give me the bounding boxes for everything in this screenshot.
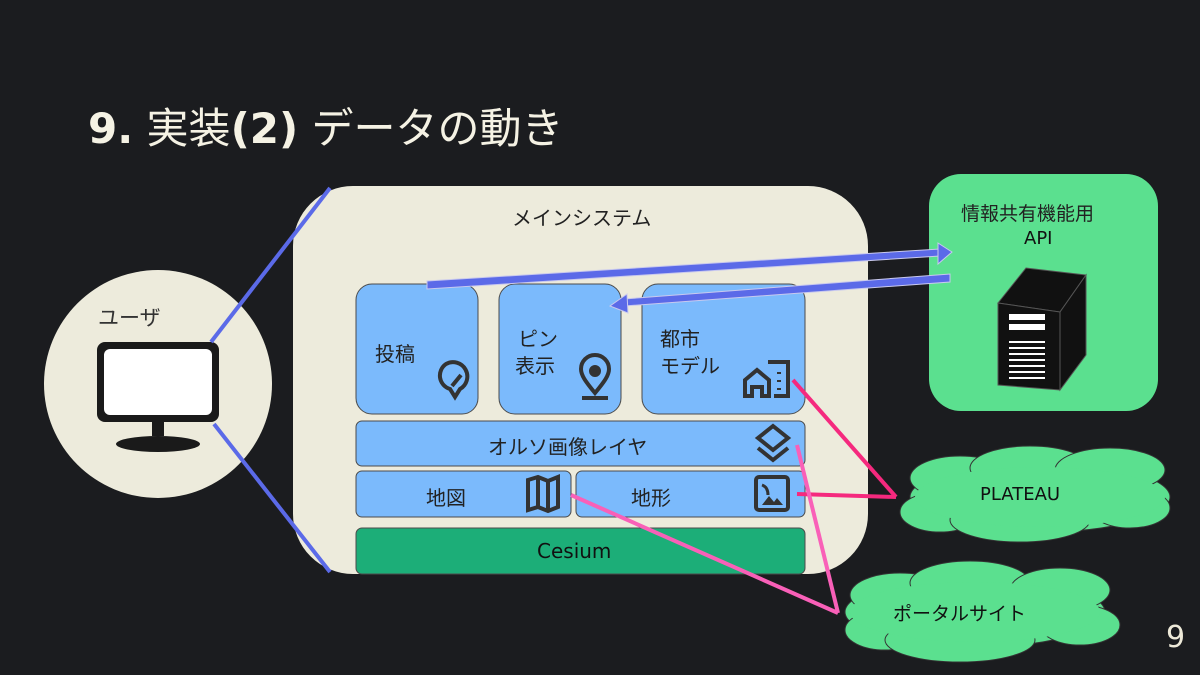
cloud-plateau[interactable]	[899, 445, 1171, 543]
module-ortho[interactable]	[355, 420, 806, 467]
link-terrain-plateau	[796, 492, 897, 499]
link-city-plateau	[791, 378, 898, 499]
cloud-plateau-label: PLATEAU	[980, 484, 1061, 505]
module-post[interactable]	[355, 283, 479, 415]
monitor-icon	[97, 342, 219, 452]
title-paren: (2)	[230, 104, 299, 153]
layers-icon	[754, 423, 792, 463]
module-pin-label-1: ピン	[518, 327, 558, 351]
slide-title: 9. 実装(2) データの動き	[88, 95, 564, 156]
city-building-icon	[743, 360, 790, 398]
main-system-label: メインシステム	[512, 206, 652, 230]
module-terrain-label: 地形	[631, 486, 671, 510]
api-label-1: 情報共有機能用	[961, 203, 1095, 225]
link-map-portal	[570, 493, 839, 615]
api-label-2: API	[1024, 228, 1053, 249]
pin-edit-icon	[437, 360, 470, 401]
cloud-portal-label: ポータルサイト	[893, 603, 1027, 625]
title-main: 実装	[146, 104, 231, 153]
module-pin[interactable]	[498, 283, 622, 415]
title-number: 9.	[88, 104, 134, 153]
title-rest: データの動き	[311, 104, 564, 153]
module-city-label-1: 都市	[660, 327, 700, 351]
module-pin-label-2: 表示	[515, 354, 555, 378]
page-number: 9	[1166, 620, 1186, 655]
user-label: ユーザ	[98, 306, 161, 330]
module-cesium[interactable]	[355, 527, 806, 575]
module-map[interactable]	[355, 470, 572, 518]
module-city[interactable]	[641, 283, 806, 415]
module-cesium-label: Cesium	[537, 539, 612, 563]
module-map-label: 地図	[426, 486, 466, 510]
arrow-api-to-pin	[608, 273, 951, 314]
map-icon	[526, 474, 560, 514]
user-link-bottom	[212, 422, 332, 574]
cloud-portal[interactable]	[844, 560, 1121, 663]
arrow-post-to-api	[426, 242, 953, 290]
module-ortho-label: オルソ画像レイヤ	[488, 435, 648, 459]
link-ortho-portal	[795, 444, 840, 614]
location-pin-icon	[578, 353, 612, 400]
image-landscape-icon	[754, 475, 790, 512]
user-link-top	[209, 186, 332, 344]
module-post-label: 投稿	[375, 342, 415, 366]
server-icon	[997, 267, 1087, 392]
module-city-label-2: モデル	[660, 354, 720, 378]
